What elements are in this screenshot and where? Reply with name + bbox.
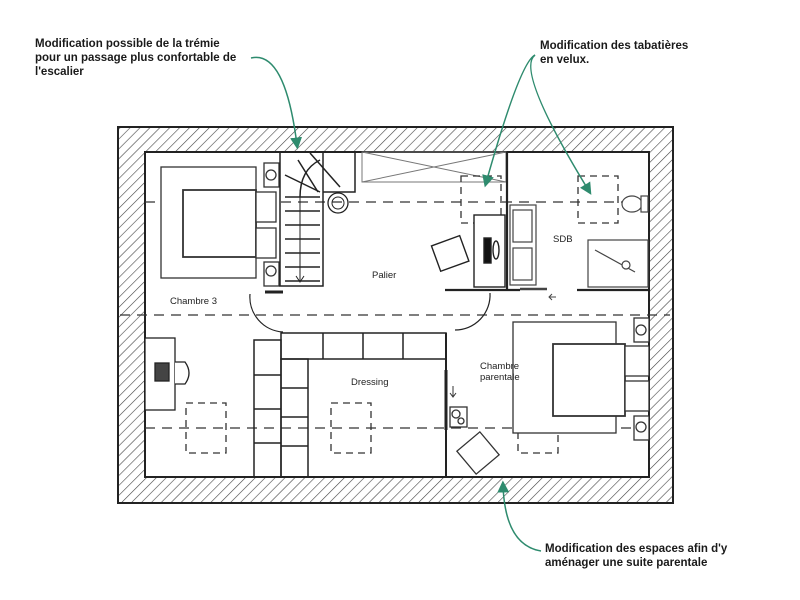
annotation-line: pour un passage plus confortable de [35,52,237,64]
roof-opening [361,151,507,183]
room-label-chambre-parentale: Chambre parentale [480,361,520,383]
room-label-chambre3: Chambre 3 [170,296,217,307]
room-label-line: Chambre [480,361,520,372]
chambre3-desk [144,337,190,411]
arrow-suite [497,480,542,552]
room-label-sdb: SDB [553,234,573,245]
annotation-line: en velux. [540,54,590,66]
dressing-storage [253,332,448,478]
room-label-dressing: Dressing [351,377,389,388]
annotation-suite: Modification des espaces afin d'y aménag… [545,542,727,570]
arrow-velux-1 [482,54,536,188]
room-label-line: parentale [480,372,520,383]
bed-parentale [512,317,650,441]
palier-office [430,214,506,288]
staircase [279,151,356,287]
arrow-tremie [250,56,303,150]
parentale-furniture [449,386,501,476]
annotation-arrows [250,54,592,552]
annotation-line: Modification des espaces afin d'y [545,543,728,555]
annotation-tremie: Modification possible de la trémie pour … [35,37,236,79]
annotation-velux: Modification des tabatières en velux. [540,39,688,67]
bed-chambre3 [160,162,280,287]
roof-dashed-lines [120,201,670,429]
chambre3-walls [249,290,284,333]
annotation-line: Modification des tabatières [540,40,689,52]
annotation-line: aménager une suite parentale [545,557,708,569]
room-label-palier: Palier [372,270,397,281]
annotation-line: Modification possible de la trémie [35,38,220,50]
interior-walls [445,152,649,331]
annotation-line: l'escalier [35,66,84,78]
arrow-velux-2 [530,54,592,195]
bathroom-fixtures [509,195,649,301]
